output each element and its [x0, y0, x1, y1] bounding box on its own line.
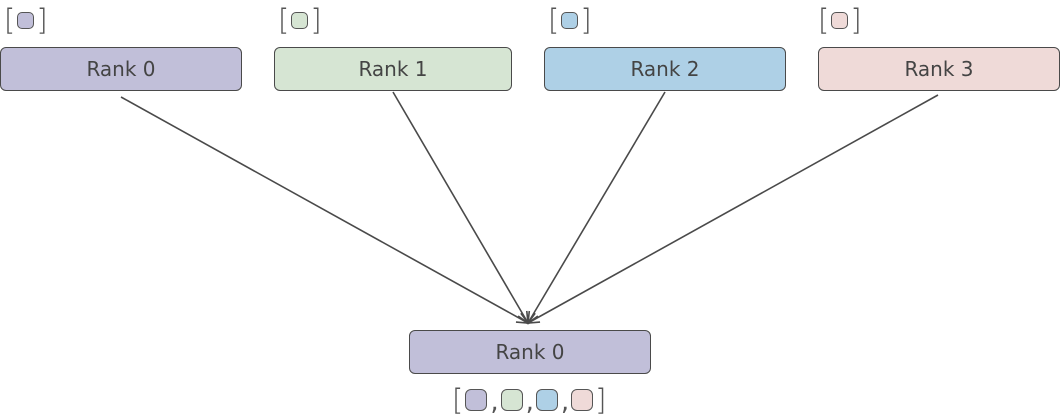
- arrow-from-rank-0: [120, 96, 530, 324]
- source-rank-3-box: Rank 3: [818, 47, 1060, 91]
- close-bracket: ]: [36, 3, 48, 37]
- close-bracket: ]: [595, 383, 607, 417]
- data-chip-rank-0: [465, 389, 488, 411]
- data-chip: [561, 11, 579, 29]
- arrow-from-rank-3: [526, 94, 939, 324]
- source-rank-2-box: Rank 2: [544, 47, 786, 91]
- comma: ,: [525, 387, 534, 417]
- comma: ,: [490, 387, 499, 417]
- source-rank-1-box: Rank 1: [274, 47, 512, 91]
- data-chip: [17, 11, 35, 29]
- source-rank-0-box: Rank 0: [0, 47, 242, 91]
- comma: ,: [560, 387, 570, 417]
- source-data-rank-3: [ ]: [818, 3, 862, 37]
- open-bracket: [: [278, 3, 290, 37]
- data-chip-rank-1: [500, 389, 523, 411]
- close-bracket: ]: [580, 3, 592, 37]
- data-chip: [831, 11, 849, 29]
- gathered-data: [ , , , ]: [452, 383, 607, 417]
- source-data-rank-2: [ ]: [548, 3, 592, 37]
- data-chip-rank-2: [535, 389, 558, 411]
- close-bracket: ]: [850, 3, 862, 37]
- close-bracket: ]: [310, 3, 322, 37]
- source-data-rank-1: [ ]: [278, 3, 322, 37]
- arrow-from-rank-2: [527, 91, 666, 325]
- open-bracket: [: [818, 3, 830, 37]
- arrow-from-rank-1: [392, 91, 529, 325]
- destination-rank-0-box: Rank 0: [409, 330, 651, 374]
- open-bracket: [: [452, 383, 464, 417]
- source-data-rank-0: [ ]: [4, 3, 48, 37]
- open-bracket: [: [548, 3, 560, 37]
- data-chip: [291, 11, 309, 29]
- data-chip-rank-3: [571, 389, 594, 411]
- open-bracket: [: [4, 3, 16, 37]
